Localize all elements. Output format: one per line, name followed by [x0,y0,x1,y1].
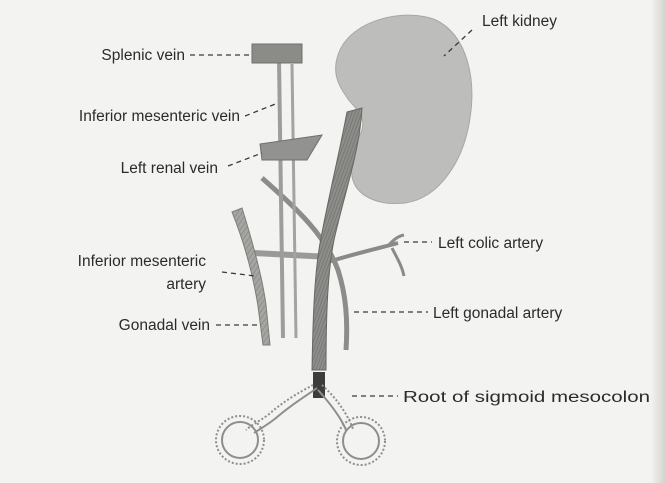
label-inferior-mesenteric-vein: Inferior mesenteric vein [79,108,240,125]
leader-inferior-mesenteric-vein [245,103,278,116]
label-left-colic-artery: Left colic artery [438,235,543,252]
label-left-kidney: Left kidney [482,13,557,30]
scan-edge-shadow [651,0,665,483]
left-colic-artery-lower-branch [392,248,404,276]
label-gonadal-vein: Gonadal vein [119,317,210,334]
inferior-mesenteric-vein-parallel [292,64,296,338]
inferior-mesenteric-vein-shape [279,60,283,338]
forceps-icon [216,385,385,465]
label-inferior-mesenteric-artery-line2: artery [166,276,206,293]
label-inferior-mesenteric-artery-line1: Inferior mesenteric [78,253,207,270]
label-left-renal-vein: Left renal vein [121,160,218,177]
splenic-vein-shape [252,44,302,63]
leader-left-renal-vein [228,153,262,166]
left-renal-vein-shape [260,135,322,160]
left-colic-artery-shape [328,243,398,262]
label-root-of-sigmoid-mesocolon: Root of sigmoid mesocolon [403,389,650,406]
label-left-gonadal-artery: Left gonadal artery [433,305,563,322]
leader-inferior-mesenteric-artery [222,272,255,276]
label-splenic-vein: Splenic vein [101,47,185,64]
